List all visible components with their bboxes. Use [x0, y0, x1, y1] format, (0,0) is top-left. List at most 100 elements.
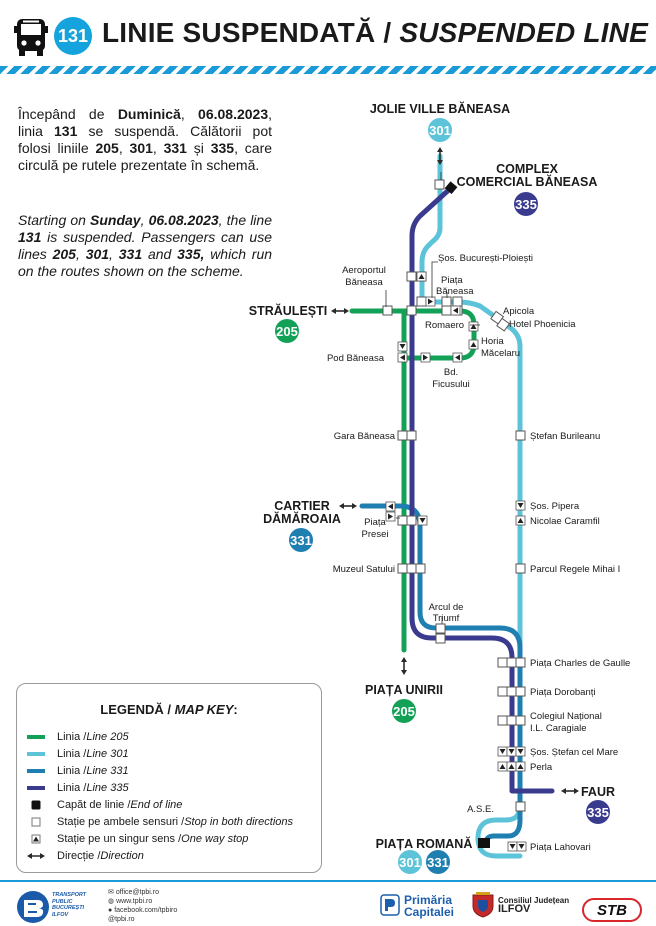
one-way-triangle	[499, 749, 506, 754]
text-bold: 331	[118, 246, 143, 262]
stop-label: I.L. Caragiale	[530, 723, 587, 734]
text-bold: 06.08.2023	[148, 212, 219, 228]
contact-web[interactable]: ◍ www.tpbi.ro	[108, 897, 177, 906]
text: End of line	[130, 799, 183, 811]
legend-item-direction: Direcție / Direction	[27, 848, 144, 864]
badge-205-left-label: 205	[276, 324, 298, 339]
stop-label: Băneasa	[345, 277, 383, 288]
text: ILFOV	[52, 911, 69, 918]
terminus-complex-1: COMPLEX	[496, 162, 558, 176]
stop-label: Băneasa	[436, 286, 474, 297]
badge-205-bottom-label: 205	[393, 704, 415, 719]
text: ,	[118, 140, 130, 156]
cj-ilfov-logo-text: Consiliul Județean ILFOV	[498, 896, 569, 915]
one-way-triangle	[470, 342, 477, 347]
route-line-301	[419, 153, 523, 859]
pmb-logo-icon	[380, 894, 400, 916]
stop-marker	[515, 801, 526, 812]
text-bold: 205	[95, 140, 119, 156]
legend-item-end-of-line: Capăt de linie / End of line	[27, 797, 182, 813]
stop-label: Pod Băneasa	[327, 353, 385, 364]
badge-335-top-label: 335	[515, 197, 537, 212]
direction-arrow-straulesti	[330, 307, 350, 315]
badge-301-romana	[398, 850, 422, 874]
terminus-jolie-ville: JOLIE VILLE BĂNEASA	[370, 101, 510, 116]
text: www.tpbi.ro	[116, 898, 153, 905]
text-bold: 301	[85, 246, 110, 262]
text: Capăt de linie /	[57, 799, 131, 811]
text: ,	[140, 212, 149, 228]
terminus-piata-romana: PIAȚA ROMANĂ	[376, 836, 473, 851]
header: 131 LINIE SUSPENDATĂ / SUSPENDED LINE	[0, 0, 656, 74]
stop-label: Romaero	[425, 320, 464, 331]
badge-335-faur	[586, 800, 610, 824]
one-way-triangle	[418, 274, 425, 279]
text: @tpbi.ro	[108, 916, 135, 923]
text: Direction	[100, 850, 144, 862]
one-way-triangle	[470, 324, 477, 329]
text: facebook.com/tpbiro	[114, 907, 178, 914]
legend-item-205: Linia / Line 205	[27, 729, 129, 745]
route-line-205	[349, 308, 477, 653]
stop-label: Arcul de	[429, 602, 464, 613]
stop-marker	[515, 430, 526, 441]
stop-marker	[406, 515, 417, 526]
badge-205-left	[275, 319, 299, 343]
stop-label: Perla	[530, 762, 553, 773]
stop-marker	[406, 271, 417, 282]
line-swatch-205	[27, 734, 45, 740]
stop-marker	[496, 317, 511, 332]
text: One way stop	[181, 833, 249, 845]
text: și	[186, 140, 211, 156]
text: Line 301	[86, 748, 129, 760]
terminus-piata-unirii: PIAȚA UNIRII	[365, 683, 443, 697]
text: BUCUREȘTI	[52, 905, 85, 911]
line-swatch-331	[27, 768, 45, 774]
text-bold: Duminică	[117, 106, 181, 122]
direction-arrow-unirii	[400, 656, 408, 676]
direction-arrow-faur	[560, 787, 580, 795]
stop-label: Piața	[364, 517, 386, 528]
text: Stație pe ambele sensuri /	[57, 816, 185, 828]
one-way-triangle	[517, 518, 524, 523]
text: TRANSPORT	[52, 892, 87, 898]
text: Line 331	[86, 765, 129, 777]
contact-facebook[interactable]: ● facebook.com/tpbiro	[108, 906, 177, 915]
stop-marker	[506, 686, 517, 697]
map-key-title: LEGENDĂ / MAP KEY:	[17, 702, 321, 717]
text: Line 205	[86, 731, 129, 743]
stop-label: A.S.E.	[467, 804, 494, 815]
one-way-triangle	[388, 503, 393, 510]
one-way-triangle	[455, 354, 460, 361]
legend-item-331: Linia / Line 331	[27, 763, 129, 779]
both-directions-stop-icon	[27, 817, 45, 827]
stop-label: Gara Băneasa	[334, 431, 396, 442]
stop-marker	[416, 296, 427, 307]
contact-email[interactable]: ✉ office@tpbi.ro	[108, 888, 177, 897]
stop-marker	[515, 686, 526, 697]
badge-331-romana-label: 331	[427, 855, 449, 870]
text: and	[142, 246, 178, 262]
text: ,	[75, 246, 86, 262]
page-title: LINIE SUSPENDATĂ / SUSPENDED LINE	[102, 17, 648, 49]
one-way-triangle	[508, 749, 515, 754]
stop-label: Nicolae Caramfil	[530, 516, 600, 527]
title-ro: LINIE SUSPENDATĂ	[102, 17, 376, 48]
intro-ro: Începând de Duminică, 06.08.2023, linia …	[18, 106, 272, 174]
end-of-line-marker	[444, 181, 458, 195]
stop-label: Colegiul Național	[530, 711, 602, 722]
one-way-triangle	[423, 354, 428, 361]
text: , linia	[18, 106, 272, 139]
stop-marker	[397, 515, 408, 526]
text-bold: 335,	[177, 246, 205, 262]
text: Linia /	[57, 748, 87, 760]
text: Line 335	[86, 782, 129, 794]
bus-icon	[14, 19, 48, 56]
one-way-triangle	[388, 513, 393, 520]
legend-item-335: Linia / Line 335	[27, 780, 129, 796]
text: ,	[180, 106, 199, 122]
text: Primăria	[404, 893, 453, 907]
contact-handle[interactable]: @tpbi.ro	[108, 915, 177, 924]
stop-marker	[515, 715, 526, 726]
